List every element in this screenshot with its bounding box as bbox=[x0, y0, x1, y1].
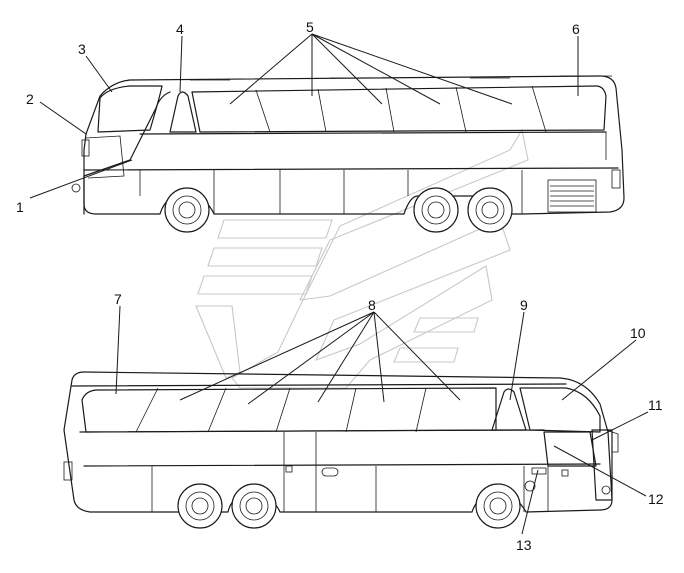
callout-7: 7 bbox=[114, 291, 122, 307]
wheel-icon bbox=[231, 483, 277, 529]
wheel-icon bbox=[177, 483, 223, 529]
wheel-icon bbox=[467, 187, 513, 233]
callout-2: 2 bbox=[26, 91, 34, 107]
callout-5: 5 bbox=[306, 19, 314, 35]
callout-4: 4 bbox=[176, 21, 184, 37]
callout-3: 3 bbox=[78, 41, 86, 57]
bus-top-view bbox=[71, 75, 625, 233]
wheel-icon bbox=[413, 187, 459, 233]
callout-12: 12 bbox=[648, 491, 664, 507]
watermark-logo bbox=[195, 128, 529, 389]
callout-10: 10 bbox=[630, 325, 646, 341]
leader-lines bbox=[29, 33, 649, 535]
callout-13: 13 bbox=[516, 537, 532, 553]
wheel-icon bbox=[164, 187, 210, 233]
callout-9: 9 bbox=[520, 297, 528, 313]
callout-1: 1 bbox=[16, 199, 24, 215]
callout-11: 11 bbox=[648, 397, 663, 413]
bus-bottom-view bbox=[63, 371, 619, 529]
wheel-icon bbox=[475, 483, 521, 529]
callout-6: 6 bbox=[572, 21, 580, 37]
callout-8: 8 bbox=[368, 297, 376, 313]
